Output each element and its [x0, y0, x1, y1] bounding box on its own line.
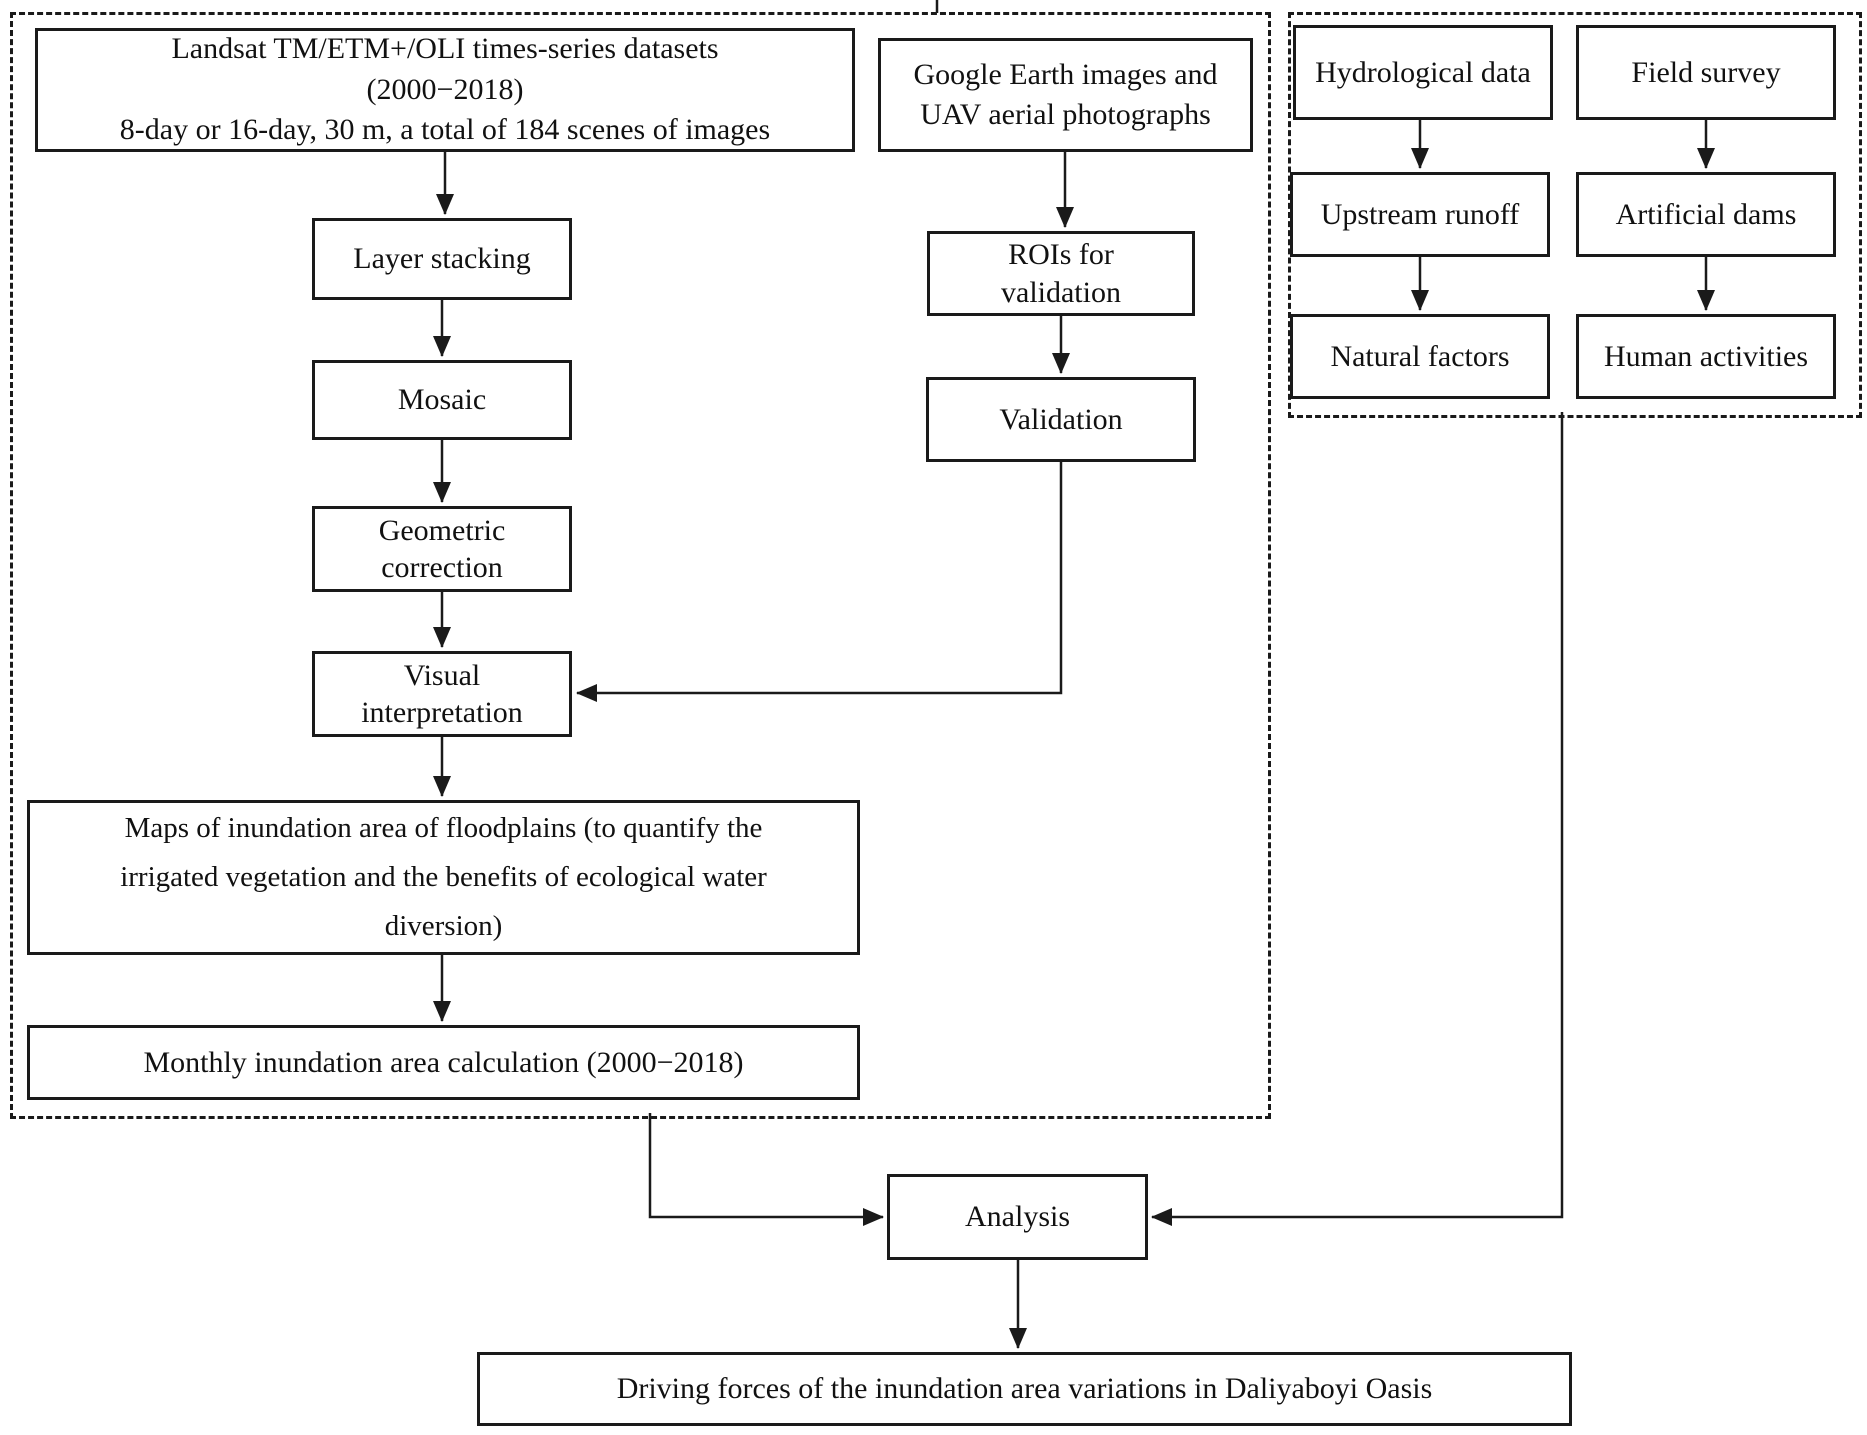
node-layer-stacking-label: Layer stacking — [353, 242, 531, 276]
node-validation: Validation — [926, 377, 1196, 462]
node-natural-factors: Natural factors — [1290, 314, 1550, 399]
node-driving-forces: Driving forces of the inundation area va… — [477, 1352, 1572, 1426]
node-driving-forces-label: Driving forces of the inundation area va… — [616, 1372, 1433, 1406]
node-natural-label: Natural factors — [1330, 339, 1510, 373]
node-inundation-maps: Maps of inundation area of floodplains (… — [27, 800, 860, 955]
node-google-earth-line-1: Google Earth images and — [913, 58, 1218, 92]
node-google-earth-line-2: UAV aerial photographs — [920, 98, 1211, 131]
node-human-label: Human activities — [1603, 339, 1809, 373]
node-mosaic-label: Mosaic — [397, 383, 487, 417]
node-geometric-line-2: correction — [381, 551, 503, 584]
driving-factors-group-outline — [1288, 12, 1862, 418]
node-visual-line-2: interpretation — [361, 696, 523, 729]
connector-factors-to-analysis — [1151, 412, 1564, 1226]
node-maps-line-2: irrigated vegetation and the benefits of… — [120, 860, 767, 893]
node-maps-line-1: Maps of inundation area of floodplains (… — [124, 811, 763, 844]
node-rois-for-validation: ROIs for validation — [927, 231, 1195, 316]
node-field-survey-label: Field survey — [1631, 55, 1781, 89]
node-maps-line-3: diversion) — [384, 910, 503, 943]
node-monthly-label: Monthly inundation area calculation (200… — [143, 1045, 744, 1079]
node-hydrological-label: Hydrological data — [1315, 55, 1531, 89]
node-visual-interpretation: Visual interpretation — [312, 651, 572, 737]
node-rois-line-1: ROIs for — [1008, 238, 1114, 271]
connector-validation-to-visual-interpretation — [576, 462, 1063, 702]
node-monthly-calculation: Monthly inundation area calculation (200… — [27, 1025, 860, 1100]
node-analysis: Analysis — [887, 1174, 1148, 1260]
node-landsat-datasets: Landsat TM/ETM+/OLI times-series dataset… — [35, 28, 855, 152]
node-landsat-line-1: Landsat TM/ETM+/OLI times-series dataset… — [171, 32, 719, 66]
node-google-earth-uav: Google Earth images and UAV aerial photo… — [878, 38, 1253, 152]
node-artificial-label: Artificial dams — [1615, 197, 1797, 231]
node-landsat-line-2: (2000−2018) — [366, 72, 524, 106]
connector-monthly-to-analysis — [648, 1113, 884, 1226]
node-geometric-line-1: Geometric — [378, 513, 506, 547]
node-upstream-runoff: Upstream runoff — [1290, 172, 1550, 257]
node-landsat-line-3: 8-day or 16-day, 30 m, a total of 184 sc… — [119, 113, 771, 147]
remote-sensing-group-outline — [10, 12, 1271, 1119]
node-geometric-correction: Geometric correction — [312, 506, 572, 592]
node-field-survey: Field survey — [1576, 25, 1836, 120]
node-visual-line-1: Visual — [403, 658, 481, 692]
node-layer-stacking: Layer stacking — [312, 218, 572, 300]
node-hydrological-data: Hydrological data — [1293, 25, 1553, 120]
node-validation-label: Validation — [999, 402, 1123, 436]
node-artificial-dams: Artificial dams — [1576, 172, 1836, 257]
node-upstream-label: Upstream runoff — [1320, 197, 1520, 231]
node-human-activities: Human activities — [1576, 314, 1836, 399]
node-analysis-label: Analysis — [965, 1200, 1070, 1234]
node-rois-line-2: validation — [1001, 275, 1121, 309]
node-mosaic: Mosaic — [312, 360, 572, 440]
